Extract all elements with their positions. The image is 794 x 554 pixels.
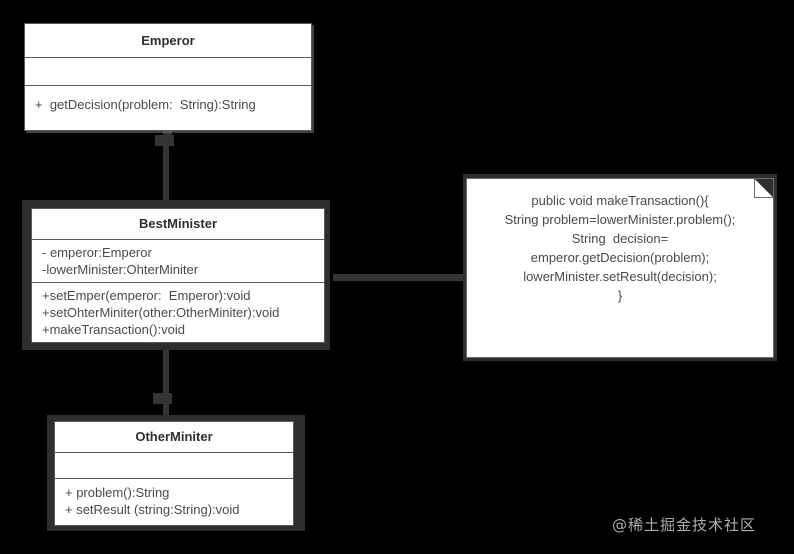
attributes-compartment-otherminiter: [55, 452, 293, 478]
operation-row: +makeTransaction():void: [42, 322, 185, 337]
connector-bestminister-otherminiter-line[interactable]: [163, 350, 169, 422]
operation-row: + getDecision(problem: String):String: [35, 97, 256, 112]
watermark-text: @稀土掘金技术社区: [612, 516, 757, 534]
aggregation-diamond-otherminiter[interactable]: [153, 393, 172, 404]
connector-emperor-diamond-stub: [163, 131, 172, 145]
operation-row: +setOhterMiniter(other:OtherMiniter):voi…: [42, 305, 280, 320]
class-title-otherminiter: OtherMiniter: [135, 429, 213, 444]
class-box-emperor[interactable]: Emperor + getDecision(problem: String):S…: [24, 23, 312, 131]
operation-row: +setEmper(emperor: Emperor):void: [42, 288, 251, 303]
attribute-row: -lowerMinister:OhterMiniter: [42, 262, 199, 277]
attributes-compartment-emperor: [25, 57, 311, 85]
operations-compartment-otherminiter: + problem():String + setResult (string:S…: [55, 478, 293, 525]
note-line: String problem=lowerMinister.problem();: [504, 212, 736, 227]
attributes-compartment-bestminister: - emperor:Emperor -lowerMinister:OhterMi…: [32, 239, 324, 282]
class-name-compartment-emperor: Emperor: [25, 24, 311, 57]
class-box-otherminiter[interactable]: OtherMiniter + problem():String + setRes…: [54, 421, 294, 526]
note-line: }: [617, 288, 623, 303]
note-line: String decision=: [571, 231, 669, 246]
note-box-make-transaction[interactable]: public void makeTransaction(){ String pr…: [466, 178, 774, 358]
operation-row: + setResult (string:String):void: [65, 502, 240, 517]
class-box-bestminister[interactable]: BestMinister - emperor:Emperor -lowerMin…: [31, 208, 325, 343]
operations-compartment-bestminister: +setEmper(emperor: Emperor):void +setOht…: [32, 282, 324, 342]
operation-row: + problem():String: [65, 485, 170, 500]
class-name-compartment-otherminiter: OtherMiniter: [55, 422, 293, 452]
note-line: public void makeTransaction(){: [531, 193, 709, 208]
note-line: emperor.getDecision(problem);: [530, 250, 710, 265]
class-title-emperor: Emperor: [141, 32, 195, 48]
attribute-row: - emperor:Emperor: [42, 245, 152, 260]
class-name-compartment-bestminister: BestMinister: [32, 209, 324, 239]
class-title-bestminister: BestMinister: [138, 216, 218, 231]
connector-emperor-bestminister-line[interactable]: [163, 131, 169, 208]
operations-compartment-emperor: + getDecision(problem: String):String: [25, 85, 311, 130]
note-line: lowerMinister.setResult(decision);: [523, 269, 717, 284]
connector-bestminister-note-line[interactable]: [333, 274, 467, 281]
note-fold-corner-icon: [754, 179, 773, 198]
